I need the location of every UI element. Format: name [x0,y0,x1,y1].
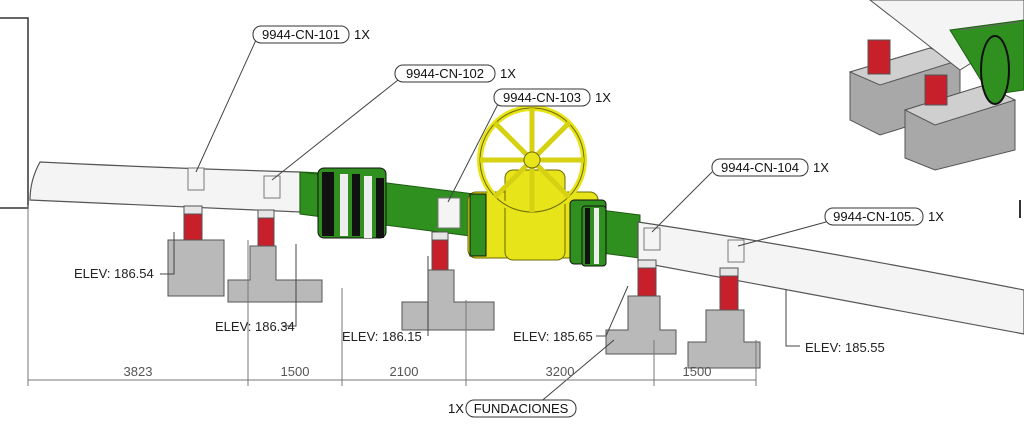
pipe-clamp-101 [187,167,205,191]
callout-tag: 9944-CN-104 [721,160,799,175]
flange-right [581,205,607,267]
pipe-left-section [29,161,301,213]
foundations [167,239,761,369]
callout-qty: 1X [595,90,611,105]
foundations-label: FUNDACIONES [474,401,569,416]
inset-detail-view [848,0,1024,171]
dimension-5: 1500 [683,364,712,379]
callout-cn-104: 9944-CN-104 1X [711,158,829,177]
elevation-label-4: ELEV: 185.65 [513,329,593,344]
elevation-label-2: ELEV: 186.34 [215,319,295,334]
left-frame-box [0,17,29,209]
foundations-qty: 1X [448,401,464,416]
dimension-4: 3200 [546,364,575,379]
callout-tag: 9944-CN-105. [833,209,915,224]
elevation-label-5: ELEV: 185.55 [805,340,885,355]
callout-qty: 1X [813,160,829,175]
callout-tag: 9944-CN-102 [406,66,484,81]
pipe-right-section [637,221,1024,335]
callout-cn-105: 9944-CN-105. 1X [824,207,944,226]
dimension-1: 3823 [124,364,153,379]
dimension-3: 2100 [390,364,419,379]
elevation-label-1: ELEV: 186.54 [74,266,154,281]
pipe-clamp-104 [643,227,661,251]
callout-cn-101: 9944-CN-101 1X [252,25,370,44]
callout-qty: 1X [928,209,944,224]
support-posts [183,205,739,311]
elevation-label-3: ELEV: 186.15 [342,329,422,344]
callout-tag: 9944-CN-101 [262,27,340,42]
elevation-leaders [160,232,800,347]
flange-left [317,167,387,239]
pipe-clamp-102 [263,175,281,199]
callout-leaders [195,39,827,405]
dimension-line [27,205,757,386]
callout-cn-103: 9944-CN-103 1X [493,88,611,107]
dimension-2: 1500 [281,364,310,379]
callout-cn-102: 9944-CN-102 1X [394,64,516,83]
pipe-clamp-103 [437,197,461,229]
callout-qty: 1X [500,66,516,81]
foundations-callout: 1X FUNDACIONES [448,399,577,418]
callout-qty: 1X [354,27,370,42]
callout-tag: 9944-CN-103 [503,90,581,105]
pipe-clamp-105 [727,239,745,263]
